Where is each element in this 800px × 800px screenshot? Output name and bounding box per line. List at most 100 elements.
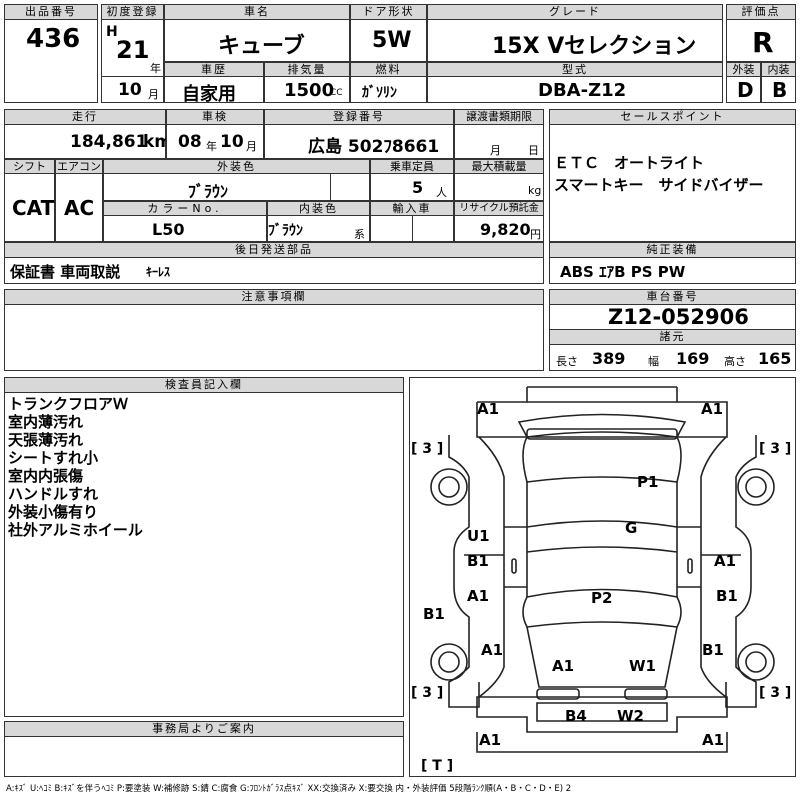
interior-grade-label: 内装 — [761, 62, 796, 77]
recycle-label: リサイクル預託金 — [454, 201, 544, 216]
chassis-label: 車台番号 — [549, 289, 796, 305]
damage-mark: U1 — [467, 527, 490, 545]
inspector-note: 外装小傷有り — [8, 503, 99, 521]
first-registration-month: 10 — [118, 80, 142, 100]
exterior-grade: D — [737, 78, 754, 102]
specs-label: 諸元 — [549, 329, 796, 345]
inspector-note: トランクフロアＷ — [8, 395, 129, 413]
damage-diagram-frame — [409, 377, 796, 777]
length: 389 — [592, 349, 626, 368]
month-unit: 月 — [148, 88, 159, 101]
inspector-note: 室内内張傷 — [8, 467, 84, 485]
damage-mark: A1 — [714, 552, 736, 570]
inspector-note: 室内薄汚れ — [8, 413, 84, 431]
transfer-month-unit: 月 — [490, 144, 501, 157]
fuel: ｶﾞｿﾘﾝ — [362, 85, 397, 101]
damage-mark: A1 — [477, 400, 499, 418]
fuel-label: 燃料 — [350, 62, 427, 77]
legend: A:ｷｽﾞ U:ﾍｺﾐ B:ｷｽﾞを伴うﾍｺﾐ P:要塗装 W:補修跡 S:錆 … — [6, 784, 572, 794]
height-label: 高さ — [724, 355, 746, 368]
width-label: 幅 — [648, 355, 659, 368]
mileage: 184,861 — [70, 132, 148, 152]
inspector-note: 社外アルミホイール — [8, 521, 143, 539]
height: 165 — [758, 349, 792, 368]
genuine-equipment: ABS ｴｱB PS PW — [560, 263, 686, 281]
inspector-note: 天張薄汚れ — [8, 431, 84, 449]
first-registration-cell — [101, 4, 164, 103]
interior-color: ﾌﾞﾗｳﾝ — [268, 223, 303, 239]
door-type: 5W — [372, 28, 412, 53]
displacement: 1500 — [284, 80, 335, 101]
inspector-notes-label: 検査員記入欄 — [4, 377, 404, 393]
interior-color-suffix: 系 — [354, 228, 365, 241]
width: 169 — [676, 349, 710, 368]
after-parts-keyless: ｷｰﾚｽ — [146, 265, 171, 279]
inspector-note: ハンドルすれ — [8, 485, 99, 503]
import-label: 輸入車 — [370, 201, 454, 216]
grade-label: グレード — [427, 4, 723, 20]
chassis-number: Z12-052906 — [608, 305, 749, 329]
damage-mark: A1 — [701, 400, 723, 418]
damage-mark: A1 — [481, 641, 503, 659]
max-load-unit: kg — [528, 184, 542, 197]
damage-mark: G — [625, 519, 637, 537]
mileage-label: 走行 — [4, 109, 166, 125]
history: 自家用 — [182, 84, 236, 105]
divider — [330, 174, 331, 201]
color-number: L50 — [152, 220, 185, 239]
shift-label: シフト — [4, 159, 55, 174]
office-label: 事務局よりご案内 — [4, 721, 404, 737]
recycle-deposit: 9,820 — [480, 220, 531, 239]
damage-mark: B1 — [716, 587, 738, 605]
inspection-label: 車検 — [166, 109, 264, 125]
displacement-label: 排気量 — [264, 62, 350, 77]
mileage-unit: km — [143, 132, 173, 152]
spare-tire-bracket: [ T ] — [421, 758, 453, 774]
first-registration-year: 21 — [116, 36, 150, 64]
damage-mark: A1 — [552, 657, 574, 675]
aircon-label: エアコン — [55, 159, 103, 174]
length-label: 長さ — [556, 355, 578, 368]
tire-bracket: [ 3 ] — [411, 685, 443, 701]
damage-mark: A1 — [467, 587, 489, 605]
sales-point-label: セールスポイント — [549, 109, 796, 125]
capacity-label: 乗車定員 — [370, 159, 454, 174]
transfer-day-unit: 日 — [528, 144, 539, 157]
damage-mark: B1 — [423, 605, 445, 623]
damage-mark: A1 — [702, 731, 724, 749]
damage-mark: B1 — [467, 552, 489, 570]
inspection-year: 08 — [178, 132, 202, 152]
inspector-notes-cell — [4, 377, 404, 717]
tire-bracket: [ 3 ] — [759, 441, 791, 457]
damage-mark: B1 — [702, 641, 724, 659]
plate-label: 登録番号 — [264, 109, 454, 125]
after-parts-label: 後日発送部品 — [4, 242, 544, 258]
grade: 15X Vセレクション — [492, 34, 697, 59]
sales-point-line-2: スマートキー サイドバイザー — [554, 176, 764, 194]
model-code: DBA-Z12 — [538, 80, 627, 101]
car-name: キューブ — [218, 34, 305, 59]
first-registration-label: 初度登録 — [101, 4, 164, 20]
score-label: 評価点 — [726, 4, 796, 20]
plate-number: 広島 502ﾌ8661 — [308, 137, 440, 157]
recycle-unit: 円 — [530, 228, 541, 241]
damage-mark: P1 — [637, 473, 658, 491]
history-label: 車歴 — [164, 62, 264, 77]
damage-mark: W2 — [617, 707, 644, 725]
score: R — [752, 26, 774, 59]
divider — [101, 76, 164, 77]
sales-point-line-1: ＥＴＣ オートライト — [554, 154, 705, 172]
lot-number-cell — [4, 4, 98, 103]
after-parts: 保証書 車両取説 — [10, 263, 121, 281]
era: H — [106, 24, 118, 40]
damage-mark: B4 — [565, 707, 587, 725]
genuine-equipment-label: 純正装備 — [549, 242, 796, 258]
color-no-label: カラーNo. — [103, 201, 267, 216]
lot-number: 436 — [26, 24, 81, 54]
car-name-label: 車名 — [164, 4, 350, 20]
displacement-unit: CC — [330, 88, 343, 98]
capacity: 5 — [412, 178, 424, 197]
exterior-grade-label: 外装 — [726, 62, 761, 77]
notes-label: 注意事項欄 — [4, 289, 544, 305]
inspection-month-unit: 月 — [246, 140, 257, 153]
